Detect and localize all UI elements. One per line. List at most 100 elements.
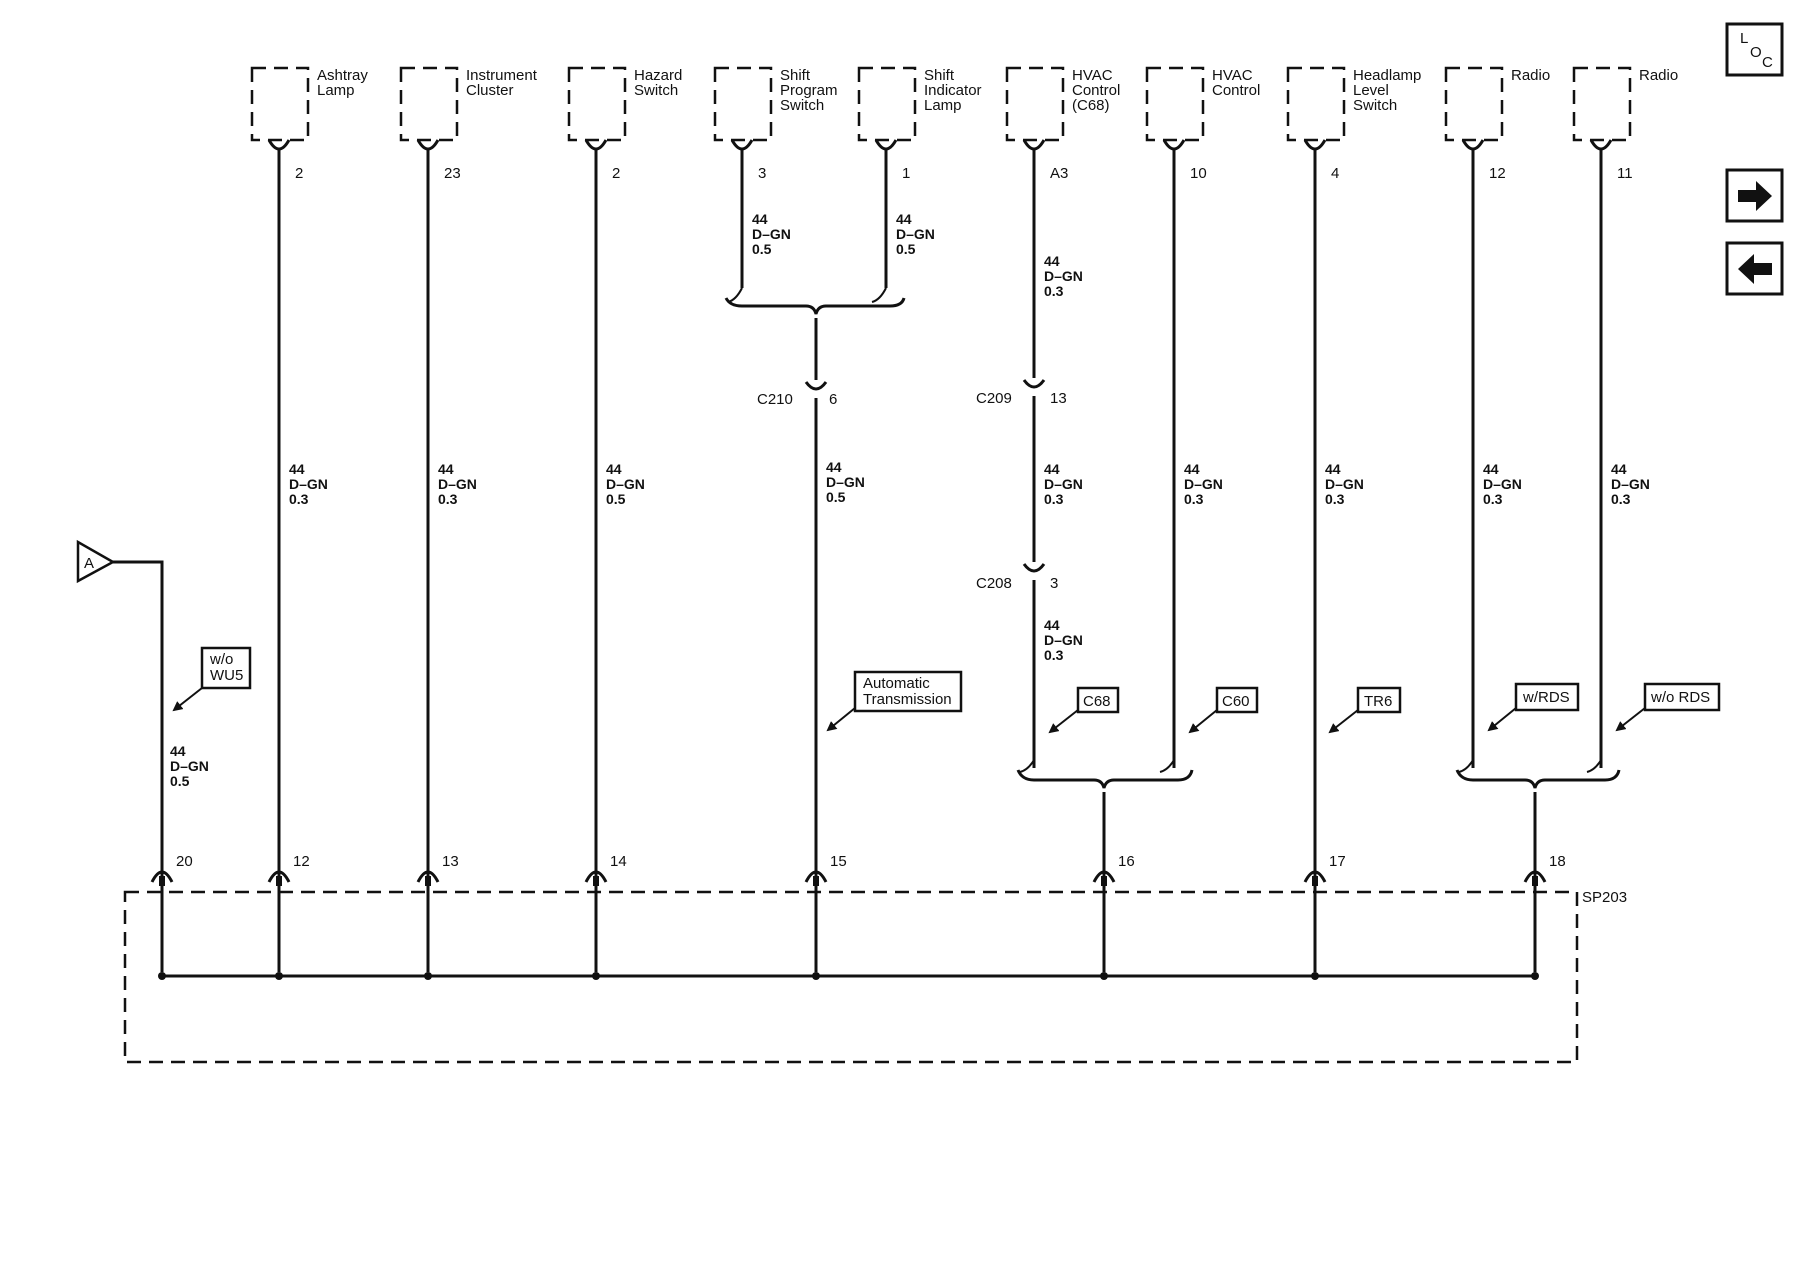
option-w-rds: w/RDS (1487, 682, 1580, 732)
loc-button[interactable]: L O C (1725, 22, 1784, 77)
wire-label: 44D–GN0.3 (1044, 617, 1083, 663)
next-page-button[interactable] (1725, 168, 1784, 223)
splice-pin-number: 18 (1549, 853, 1566, 870)
component-name-line: Lamp (317, 82, 355, 99)
component-name-line: Shift (924, 67, 955, 84)
component-pin: 10 (1190, 165, 1207, 182)
component-pin: 23 (444, 165, 461, 182)
splice-pin-17: 17 (1303, 853, 1346, 980)
splice-connector-symbol (1092, 870, 1116, 883)
splice-sp203: SP203 (123, 889, 1627, 1064)
pin-connector-symbol (416, 139, 440, 151)
splice-pin-15: 15 (804, 853, 847, 980)
component-pin: 1 (902, 165, 910, 182)
splice-pin-number: 15 (830, 853, 847, 870)
component-name-line: HVAC (1072, 67, 1113, 84)
wire-label-line: 44 (1325, 461, 1341, 477)
option-c60: C60 (1188, 686, 1259, 734)
component-name-line: Radio (1639, 67, 1678, 84)
c208-name: C208 (976, 575, 1012, 592)
component-name-line: Headlamp (1353, 67, 1421, 84)
option-auto-trans-line1: Automatic (863, 675, 930, 692)
splice-connector-symbol (150, 870, 174, 883)
wire-label-line: 0.5 (826, 489, 846, 505)
wire-label: 44D–GN0.3 (1325, 461, 1364, 507)
splice-pin-number: 13 (442, 853, 459, 870)
component-name-line: Instrument (466, 67, 538, 84)
wire-label: 44D–GN0.3 (1044, 253, 1083, 299)
prev-page-button[interactable] (1725, 241, 1784, 296)
option-auto-trans-line2: Transmission (863, 691, 952, 708)
wire-label-line: D–GN (1483, 476, 1522, 492)
wire-label: 44D–GN0.3 (1611, 461, 1650, 507)
component-name-line: Switch (1353, 97, 1397, 114)
wire-label-line: 44 (1184, 461, 1200, 477)
component-pin: 2 (612, 165, 620, 182)
splice-connector-symbol (416, 870, 440, 883)
wire-label-line: 0.3 (289, 491, 309, 507)
wire-label-line: 44 (170, 743, 186, 759)
wire-label: 44D–GN0.3 (1483, 461, 1522, 507)
wire-label: 44D–GN0.3 (289, 461, 328, 507)
wire-labels: 44D–GN0.544D–GN0.344D–GN0.344D–GN0.544D–… (170, 211, 1650, 789)
wire-label-line: D–GN (1611, 476, 1650, 492)
wire-label-line: D–GN (896, 226, 935, 242)
splice-connector-symbol (1303, 870, 1327, 883)
wire-label-line: 44 (1044, 253, 1060, 269)
wire-label: 44D–GN0.3 (1184, 461, 1223, 507)
wire-label-line: 0.3 (1044, 283, 1064, 299)
pin-connector-symbol (730, 139, 754, 151)
wire-label-line: D–GN (826, 474, 865, 490)
splice-name: SP203 (1582, 889, 1627, 906)
option-wo-wu5: w/o WU5 (172, 646, 252, 712)
splice-pin-20: 20 (150, 853, 193, 980)
option-wo-wu5-line1: w/o (209, 651, 233, 668)
splice-connector-symbol (267, 870, 291, 883)
wire-label-line: D–GN (606, 476, 645, 492)
option-tr6: TR6 (1328, 686, 1402, 734)
wire-label-line: D–GN (170, 758, 209, 774)
component-name-line: (C68) (1072, 97, 1110, 114)
component-name-line: Indicator (924, 82, 982, 99)
component-name-line: Control (1072, 82, 1120, 99)
wire-label-line: D–GN (289, 476, 328, 492)
pin-connector-symbol (1022, 139, 1046, 151)
wire-label: 44D–GN0.3 (1044, 461, 1083, 507)
wire-label-line: D–GN (1184, 476, 1223, 492)
wire-label-line: 0.5 (606, 491, 626, 507)
pin-connector-symbol (1461, 139, 1485, 151)
splice-pin-number: 16 (1118, 853, 1135, 870)
loc-letter-o: O (1750, 44, 1762, 61)
splice-connector-symbol (804, 870, 828, 883)
component-pin: 4 (1331, 165, 1339, 182)
splice-pin-13: 13 (416, 853, 459, 980)
wire-label-line: 0.3 (1184, 491, 1204, 507)
splice-pin-number: 14 (610, 853, 627, 870)
wire-label-line: 44 (606, 461, 622, 477)
offpage-connector-a[interactable]: A (76, 539, 116, 584)
c210-pin: 6 (829, 391, 837, 408)
wire-label-line: 44 (289, 461, 305, 477)
wire-label-line: 44 (826, 459, 842, 475)
wire-label-line: 0.5 (752, 241, 772, 257)
component-name-line: Control (1212, 82, 1260, 99)
wire-label: 44D–GN0.5 (896, 211, 935, 257)
splice-pin-18: 18 (1523, 853, 1566, 980)
option-tr6-text: TR6 (1364, 693, 1392, 710)
wire-label-line: D–GN (1044, 476, 1083, 492)
option-callouts: w/o WU5 Automatic Transmission C68 C60 T… (172, 646, 1721, 734)
wire-label-line: 0.3 (1483, 491, 1503, 507)
component-name-line: Lamp (924, 97, 962, 114)
